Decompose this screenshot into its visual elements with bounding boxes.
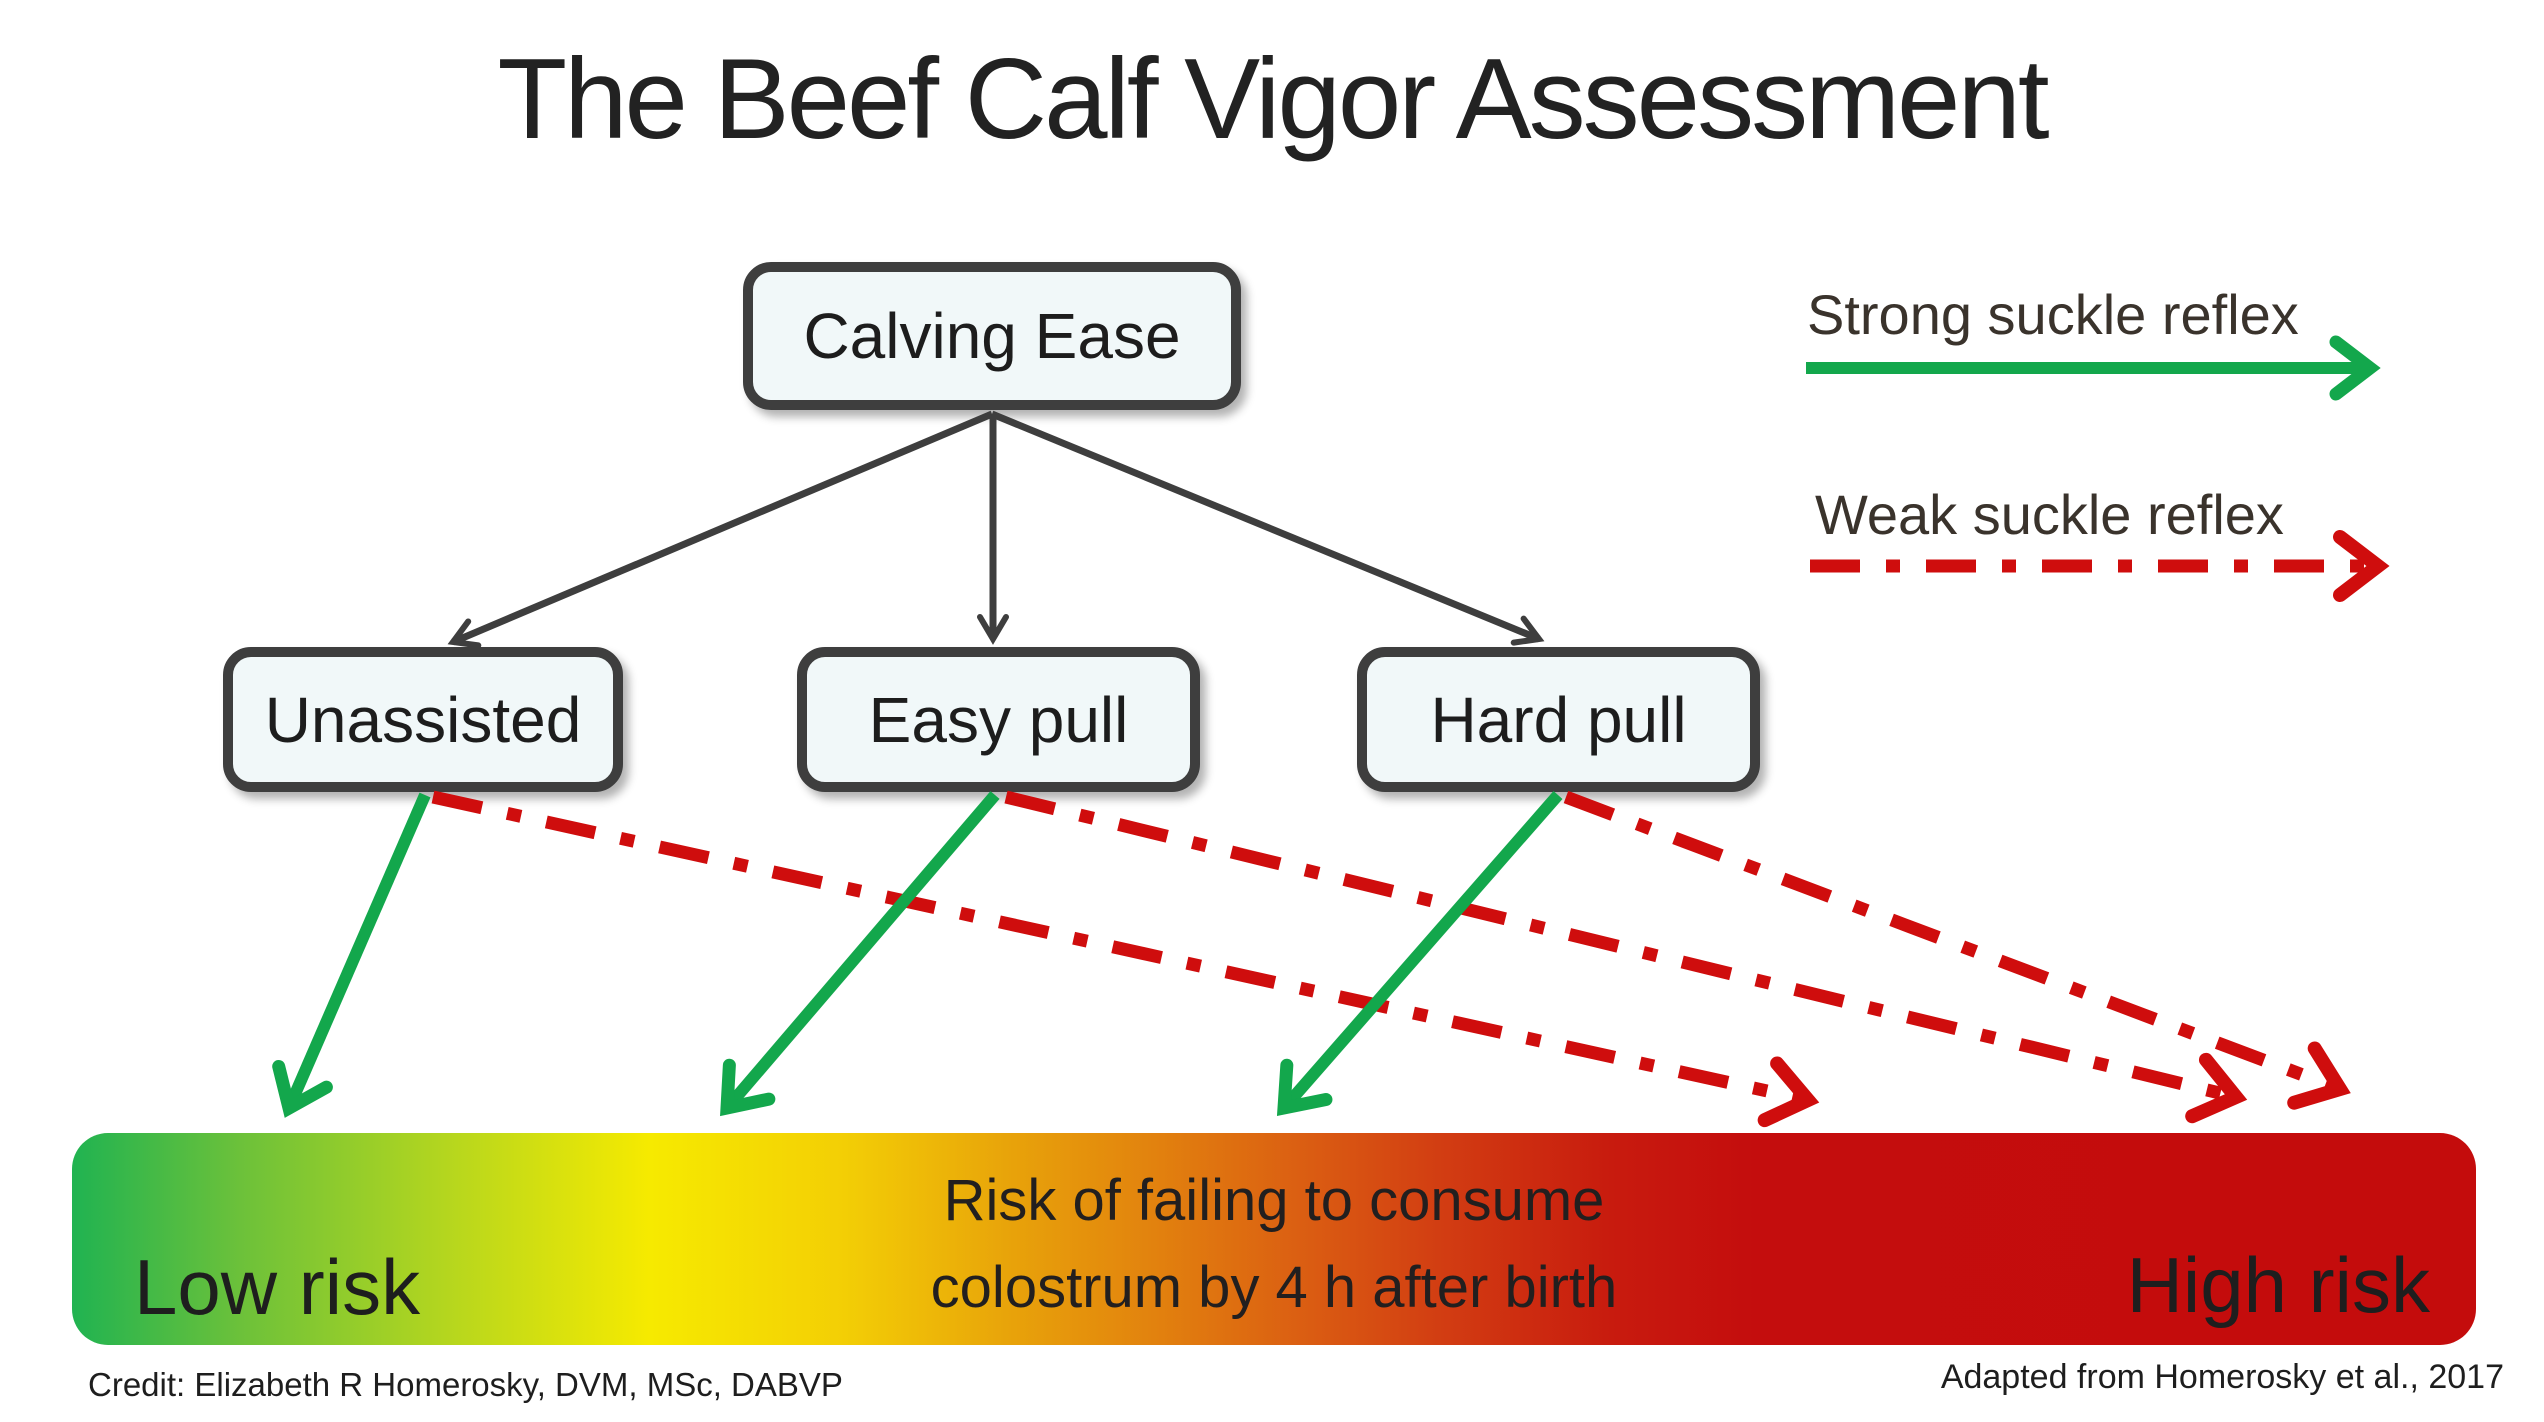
strong-arrow-from-hard-pull — [1276, 791, 1563, 1117]
strong-arrow-from-unassisted — [272, 792, 431, 1118]
connector-calving-to-unassisted — [447, 410, 994, 649]
node-hard-pull-label: Hard pull — [1430, 683, 1687, 756]
weak-arrow-from-easy-pull — [1004, 790, 2248, 1124]
risk-bar-caption-line1: Risk of failing to consume — [943, 1168, 1605, 1233]
node-calving-ease-label: Calving Ease — [803, 300, 1181, 372]
weak-arrow-from-hard-pull — [1563, 790, 2351, 1110]
node-calving-ease: Calving Ease — [743, 262, 1241, 410]
credit-text: Credit: Elizabeth R Homerosky, DVM, MSc,… — [88, 1366, 843, 1403]
connector-calving-to-hard-pull — [990, 410, 1545, 646]
risk-bar-caption: Risk of failing to consume colostrum by … — [72, 1157, 2476, 1331]
weak-arrow-from-unassisted — [431, 790, 1820, 1128]
legend-strong-label: Strong suckle reflex — [1807, 283, 2299, 346]
node-unassisted-label: Unassisted — [264, 683, 582, 756]
legend-weak-label: Weak suckle reflex — [1815, 483, 2284, 546]
high-risk-label: High risk — [2126, 1241, 2430, 1329]
node-unassisted: Unassisted — [223, 647, 623, 792]
risk-gradient-bar: Low risk Risk of failing to consume colo… — [72, 1133, 2476, 1345]
low-risk-label: Low risk — [134, 1243, 421, 1331]
node-easy-pull-label: Easy pull — [868, 683, 1129, 756]
node-easy-pull: Easy pull — [797, 647, 1200, 792]
strong-arrow-from-easy-pull — [720, 791, 1000, 1117]
attribution-text: Adapted from Homerosky et al., 2017 — [1940, 1358, 2504, 1396]
risk-bar-caption-line2: colostrum by 4 h after birth — [930, 1255, 1618, 1320]
page-title: The Beef Calf Vigor Assessment — [497, 36, 2049, 163]
node-hard-pull: Hard pull — [1357, 647, 1760, 792]
